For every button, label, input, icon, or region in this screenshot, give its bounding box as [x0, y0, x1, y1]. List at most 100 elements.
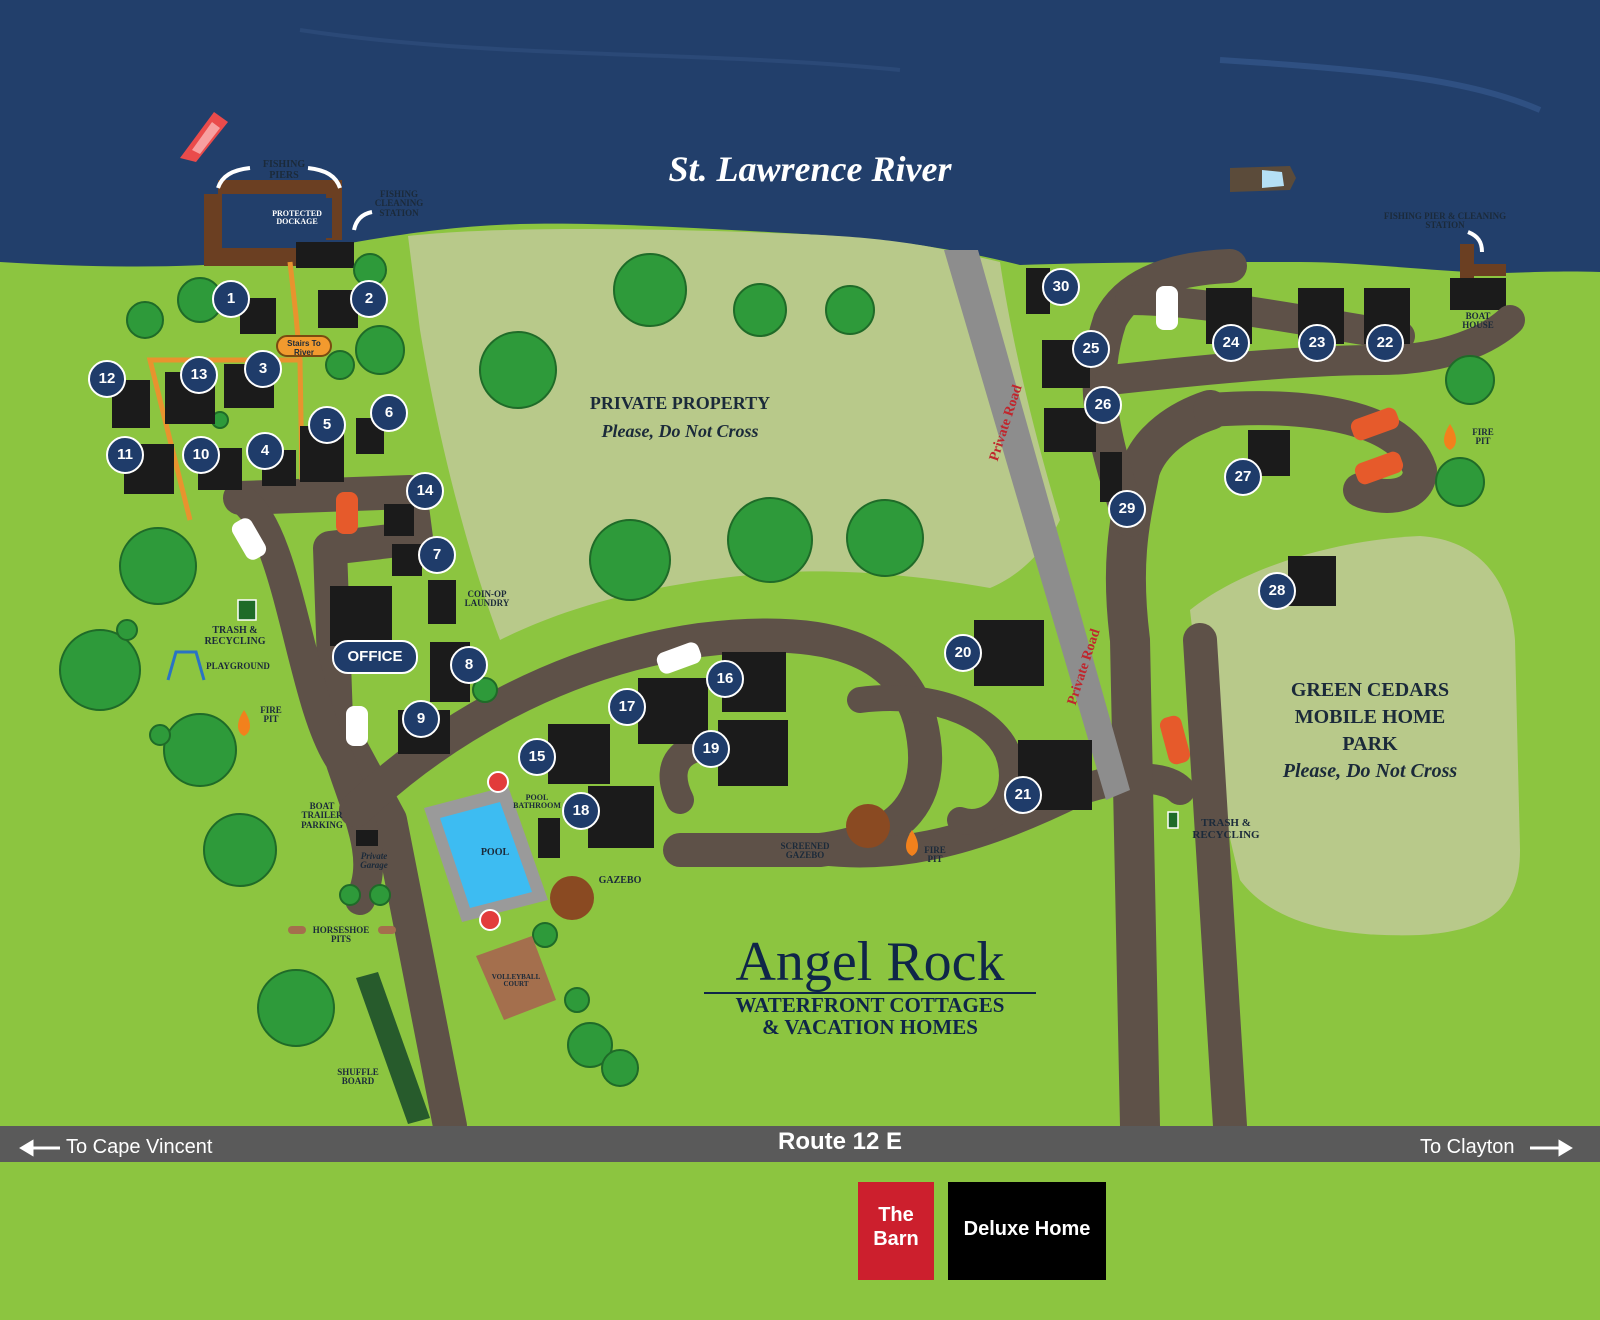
- trash-bin-icon: [237, 599, 257, 621]
- horseshoe-pit: [288, 926, 306, 934]
- cottage-badge-22[interactable]: 22: [1366, 324, 1404, 362]
- horseshoe-pits-label: HORSESHOE PITS: [312, 925, 370, 945]
- green-cedars-note: Please, Do Not Cross: [1282, 760, 1458, 782]
- fire-icon: [1444, 424, 1456, 450]
- car-icon: [1156, 286, 1178, 330]
- cottage-badge-4[interactable]: 4: [246, 432, 284, 470]
- boat-icon: [1230, 166, 1296, 192]
- screened-gazebo-icon: [846, 804, 890, 848]
- pool-area: [424, 786, 548, 922]
- legend-barn-line1: The: [878, 1204, 914, 1226]
- car-icon: [231, 518, 267, 560]
- boat-house: [1450, 244, 1506, 310]
- stairs-to-river: Stairs To River: [276, 335, 332, 357]
- cottage-badge-12[interactable]: 12: [88, 360, 126, 398]
- brand-block: Angel Rock WATERFRONT COTTAGES & VACATIO…: [700, 932, 1040, 1038]
- cottage-badge-23[interactable]: 23: [1298, 324, 1336, 362]
- fire-icon: [238, 710, 250, 736]
- trash-recycling-label: TRASH & RECYCLING: [1192, 817, 1260, 841]
- boat-trailer-parking-label: BOAT TRAILER PARKING: [301, 801, 343, 830]
- cottage-badge-10[interactable]: 10: [182, 436, 220, 474]
- car-icon: [1159, 715, 1191, 765]
- route-name: Route 12 E: [777, 1128, 903, 1155]
- fire-icon: [906, 830, 918, 856]
- private-property-note: Please, Do Not Cross: [601, 421, 759, 441]
- cottage-badge-25[interactable]: 25: [1072, 330, 1110, 368]
- car-icon: [1350, 407, 1400, 441]
- protected-dockage: [204, 180, 354, 268]
- river: [0, 0, 1600, 273]
- route-west-label: To Cape Vincent: [66, 1136, 213, 1158]
- cottage-badge-13[interactable]: 13: [180, 356, 218, 394]
- cottage-badge-14[interactable]: 14: [406, 472, 444, 510]
- river-name: St. Lawrence River: [668, 149, 952, 189]
- legend-barn: The Barn: [858, 1182, 934, 1280]
- route-road: [0, 1126, 1600, 1162]
- cottage-badge-8[interactable]: 8: [450, 646, 488, 684]
- pool-bathroom-label: POOL BATHROOM: [513, 793, 561, 811]
- brand-line2: & VACATION HOMES: [762, 1015, 978, 1039]
- cottage-badge-24[interactable]: 24: [1212, 324, 1250, 362]
- shuffle-board-label: SHUFFLE BOARD: [337, 1067, 379, 1087]
- cottage-badge-5[interactable]: 5: [308, 406, 346, 444]
- private-garage-label: Private Garage: [360, 851, 388, 871]
- arrow-icons: [216, 166, 1484, 253]
- fire-pit-label: FIRE PIT: [260, 705, 282, 725]
- private-property-title: PRIVATE PROPERTY: [589, 393, 771, 413]
- arrow-left-icon: [19, 1139, 60, 1157]
- protected-dockage-label: PROTECTED DOCKAGE: [272, 209, 322, 227]
- cottage-badge-19[interactable]: 19: [692, 730, 730, 768]
- playground-icon: [166, 650, 206, 681]
- car-icon: [656, 642, 702, 674]
- pool-label: POOL: [480, 847, 510, 858]
- cottage-badge-27[interactable]: 27: [1224, 458, 1262, 496]
- screened-gazebo-label: SCREENED GAZEBO: [780, 841, 830, 861]
- private-road: [944, 250, 1130, 800]
- cottage-badge-29[interactable]: 29: [1108, 490, 1146, 528]
- boat-icon: [180, 112, 228, 162]
- volleyball-court-label: VOLLEYBALL COURT: [491, 973, 541, 989]
- fishing-cleaning-station-label: FISHING CLEANING STATION: [374, 189, 424, 218]
- cottage-badge-9[interactable]: 9: [402, 700, 440, 738]
- cottage-badge-30[interactable]: 30: [1042, 268, 1080, 306]
- cottage-badge-7[interactable]: 7: [418, 536, 456, 574]
- office-badge: OFFICE: [332, 640, 418, 674]
- green-cedars-line2: MOBILE HOME: [1294, 706, 1446, 728]
- gazebo-label: GAZEBO: [598, 875, 642, 886]
- horseshoe-pit: [378, 926, 396, 934]
- cottage-badge-1[interactable]: 1: [212, 280, 250, 318]
- route-east-label: To Clayton: [1420, 1136, 1515, 1158]
- car-icon: [336, 492, 358, 534]
- cottage-badge-28[interactable]: 28: [1258, 572, 1296, 610]
- arrow-right-icon: [1530, 1139, 1573, 1157]
- cottage-badge-17[interactable]: 17: [608, 688, 646, 726]
- boat-house-label: BOAT HOUSE: [1462, 311, 1494, 331]
- gazebo-icon: [550, 876, 594, 920]
- trash-bin-icon: [1167, 811, 1179, 829]
- coin-op-laundry-label: COIN-OP LAUNDRY: [464, 589, 510, 609]
- green-cedars-line3: PARK: [1342, 733, 1398, 755]
- cottage-badge-21[interactable]: 21: [1004, 776, 1042, 814]
- cottage-badge-11[interactable]: 11: [106, 436, 144, 474]
- trash-recycling-label: TRASH & RECYCLING: [204, 625, 266, 647]
- cottage-badge-26[interactable]: 26: [1084, 386, 1122, 424]
- fire-pit-label: FIRE PIT: [1472, 427, 1494, 447]
- cottage-badge-16[interactable]: 16: [706, 660, 744, 698]
- cottage-badge-20[interactable]: 20: [944, 634, 982, 672]
- cottage-badge-3[interactable]: 3: [244, 350, 282, 388]
- cottage-badge-15[interactable]: 15: [518, 738, 556, 776]
- cottage-badge-6[interactable]: 6: [370, 394, 408, 432]
- playground-label: PLAYGROUND: [206, 661, 270, 671]
- cottage-badge-18[interactable]: 18: [562, 792, 600, 830]
- brand-name: Angel Rock: [735, 931, 1005, 993]
- cottage-badge-2[interactable]: 2: [350, 280, 388, 318]
- legend-deluxe: Deluxe Home: [948, 1182, 1106, 1280]
- brand-rule: [704, 992, 1036, 994]
- umbrella-icon: [479, 909, 501, 931]
- legend-deluxe-label: Deluxe Home: [963, 1218, 1091, 1240]
- umbrella-icon: [487, 771, 509, 793]
- fishing-pier-cleaning-label: FISHING PIER & CLEANING STATION: [1383, 211, 1507, 231]
- volleyball-court: [476, 936, 556, 1020]
- car-icon: [1354, 451, 1404, 485]
